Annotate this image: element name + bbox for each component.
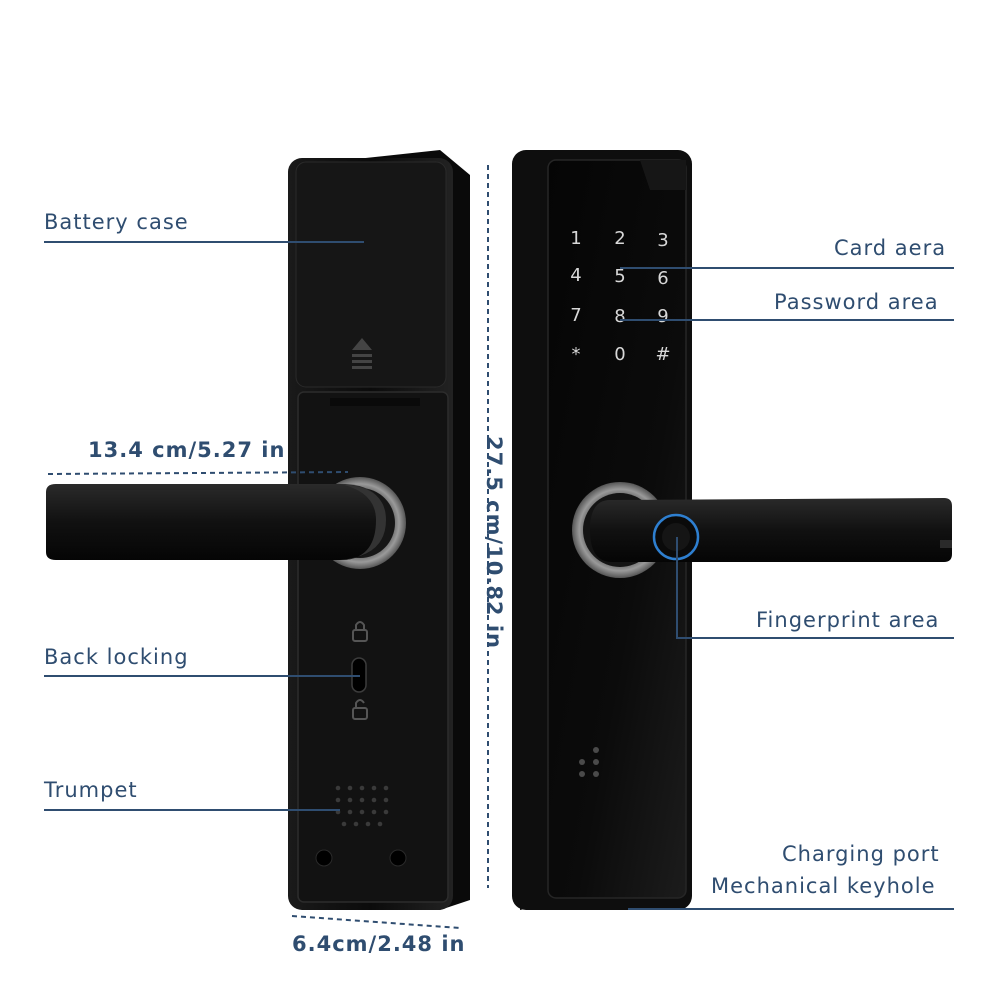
card-area-label: Card aera [834,236,947,260]
keypad-key[interactable]: * [571,344,581,365]
eject-arrow-icon [352,338,372,369]
fingerprint-leader-vertical [676,537,678,638]
speaker-grille [335,785,389,827]
front-lock [512,150,952,910]
keypad-key[interactable]: 6 [657,268,669,289]
card-area-leader [620,267,954,269]
keyhole-leader [628,908,954,910]
depth-dimension-line [291,915,461,929]
charging-port-dots [579,747,599,777]
lock-closed-icon [352,621,368,642]
fingerprint-area-label: Fingerprint area [756,608,940,632]
mechanical-keyhole-label: Mechanical keyhole [711,874,936,898]
lock-open-icon [352,699,368,720]
keypad-key[interactable]: 5 [614,266,626,287]
keypad-key[interactable]: 1 [570,228,582,249]
keypad-key[interactable]: 0 [614,344,626,365]
keypad-key[interactable]: 8 [614,306,626,327]
back-locking-leader [44,675,360,677]
password-area-label: Password area [774,290,939,314]
charging-port-label: Charging port [782,842,940,866]
depth-dimension-label: 6.4cm/2.48 in [292,932,466,956]
keypad-key[interactable]: 3 [657,230,669,251]
trumpet-label: Trumpet [44,778,138,802]
width-dimension-label: 13.4 cm/5.27 in [88,438,286,462]
height-dimension-label: 27.5 cm/10.82 in [482,436,506,650]
keypad-key[interactable]: 9 [657,306,669,327]
battery-case-label: Battery case [44,210,189,234]
back-locking-label: Back locking [44,645,189,669]
keypad-key[interactable]: 4 [570,265,582,286]
keypad-key[interactable]: 2 [614,228,626,249]
trumpet-leader [44,809,340,811]
battery-case-leader [44,241,364,243]
password-area-leader [620,319,954,321]
fingerprint-leader-horizontal [676,637,954,639]
keypad-key[interactable]: # [655,344,671,365]
keypad-key[interactable]: 7 [570,305,582,326]
back-lock [46,150,470,910]
